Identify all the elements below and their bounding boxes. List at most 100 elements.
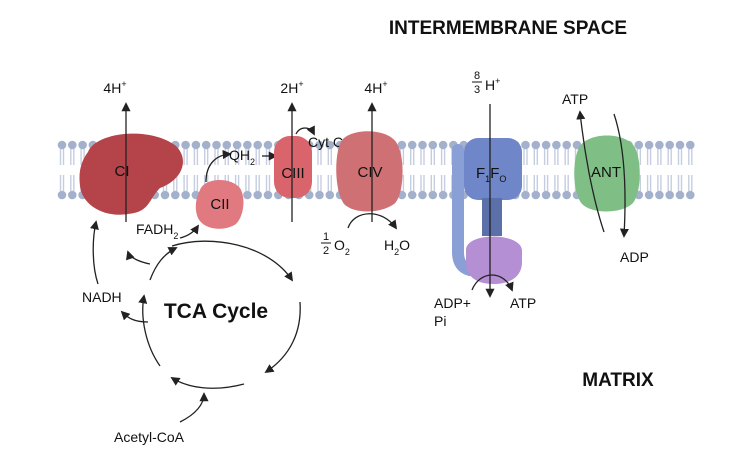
f1-subunit xyxy=(466,236,522,284)
fadh2-production-arrow xyxy=(125,250,151,265)
f1fo-label: F1FO xyxy=(476,165,506,184)
lipid-head xyxy=(315,140,324,150)
matrix-label: MATRIX xyxy=(582,370,654,391)
complex-ii-shape xyxy=(195,179,244,229)
tca-arc-bottom xyxy=(170,377,245,389)
complex-i-label: CI xyxy=(115,163,130,180)
nadh-to-ci-arrow xyxy=(89,220,99,285)
lipid-head xyxy=(407,140,417,150)
tca-arc-right xyxy=(264,301,301,374)
svg-text:3: 3 xyxy=(474,84,480,96)
svg-text:1: 1 xyxy=(323,231,329,243)
ant-label: ANT xyxy=(591,164,621,181)
ant-adp-label: ADP xyxy=(620,249,649,265)
oxygen-reduction-arrow xyxy=(347,213,398,230)
lipid-head xyxy=(644,140,654,150)
lipid-head xyxy=(665,140,674,150)
fadh2-arrow xyxy=(179,224,200,239)
lipid-head xyxy=(325,190,335,200)
cytc-arrow-in xyxy=(295,125,315,136)
tca-arc-upper-left xyxy=(149,247,178,281)
complex-ii: CII xyxy=(195,179,244,229)
ant-transporter: ANT xyxy=(574,135,640,212)
nadh-production-arrow xyxy=(120,310,149,323)
complex-iii-shape xyxy=(274,136,312,198)
lipid-head xyxy=(325,140,335,150)
lipid-head xyxy=(191,140,201,150)
adp-import-arrow xyxy=(613,113,629,238)
lipid-head xyxy=(655,140,664,150)
lipid-head xyxy=(428,140,438,150)
lipid-head xyxy=(541,190,551,200)
lipid-head xyxy=(665,190,674,200)
lipid-head xyxy=(243,140,252,150)
fadh2-label: FADH2 xyxy=(136,221,178,241)
lipid-head xyxy=(438,190,448,200)
lipid-head xyxy=(541,140,551,150)
lipid-head xyxy=(78,140,87,150)
lipid-head xyxy=(655,190,664,200)
lipid-head xyxy=(521,190,530,200)
atp-synthase-proton-label: 8 3 H+ xyxy=(472,70,500,96)
lipid-head xyxy=(315,190,324,200)
svg-text:2: 2 xyxy=(323,245,329,257)
lipid-head xyxy=(243,190,252,200)
lipid-head xyxy=(181,190,190,200)
lipid-head xyxy=(634,140,644,150)
lipid-head xyxy=(562,140,571,150)
lipid-head xyxy=(253,190,262,200)
lipid-head xyxy=(562,190,571,200)
lipid-head xyxy=(171,190,180,200)
svg-text:8: 8 xyxy=(474,70,480,82)
intermembrane-space-label: INTERMEMBRANE SPACE xyxy=(389,18,627,39)
lipid-head xyxy=(253,140,262,150)
lipid-head xyxy=(397,140,407,150)
atp-synthesis-arrow xyxy=(471,274,514,292)
atp-synthase: F1FO xyxy=(452,138,522,284)
lipid-head xyxy=(531,190,541,200)
complex-iv-label: CIV xyxy=(357,164,382,181)
atp-product-label: ATP xyxy=(510,295,536,311)
half-o2-label: 1 2 O2 xyxy=(321,231,350,257)
lipid-head xyxy=(686,140,695,150)
ant-atp-label: ATP xyxy=(562,91,588,107)
lipid-head xyxy=(222,140,232,150)
complex-i: CI xyxy=(79,133,183,215)
lipid-head xyxy=(552,140,561,150)
tca-cycle-label: TCA Cycle xyxy=(164,300,268,323)
lipid-head xyxy=(263,140,273,150)
lipid-head xyxy=(57,140,67,150)
lipid-head xyxy=(418,190,427,200)
complex-iii: CIII xyxy=(274,136,312,198)
lipid-head xyxy=(675,140,685,150)
lipid-head xyxy=(572,140,582,150)
qh2-label: QH2 xyxy=(229,147,255,167)
lipid-head xyxy=(552,190,561,200)
complex-ii-label: CII xyxy=(210,196,229,213)
complex-iii-label: CIII xyxy=(281,165,304,182)
lipid-head xyxy=(57,190,67,200)
qh2-arrow xyxy=(205,149,232,183)
complex-i-proton-label: 4H+ xyxy=(103,79,126,96)
lipid-head xyxy=(201,140,211,150)
svg-text:O2: O2 xyxy=(334,237,350,257)
complex-iii-proton-label: 2H+ xyxy=(280,79,303,96)
atp-export-arrow xyxy=(576,110,605,233)
lipid-head xyxy=(428,190,438,200)
nadh-label: NADH xyxy=(82,289,122,305)
tca-arc-left xyxy=(138,294,161,367)
central-stalk xyxy=(482,198,502,236)
adp-pi-label-line1: ADP+ xyxy=(434,295,471,311)
complex-iv: CIV xyxy=(336,131,403,212)
acetyl-coa-label: Acetyl-CoA xyxy=(114,429,185,445)
lipid-head xyxy=(407,190,417,200)
lipid-head xyxy=(531,140,541,150)
lipid-head xyxy=(181,140,190,150)
lipid-head xyxy=(644,190,654,200)
lipid-head xyxy=(232,140,242,150)
lipid-head xyxy=(212,140,221,150)
ant-shape xyxy=(574,135,640,212)
adp-pi-label-line2: Pi xyxy=(434,313,446,329)
lipid-head xyxy=(438,140,448,150)
